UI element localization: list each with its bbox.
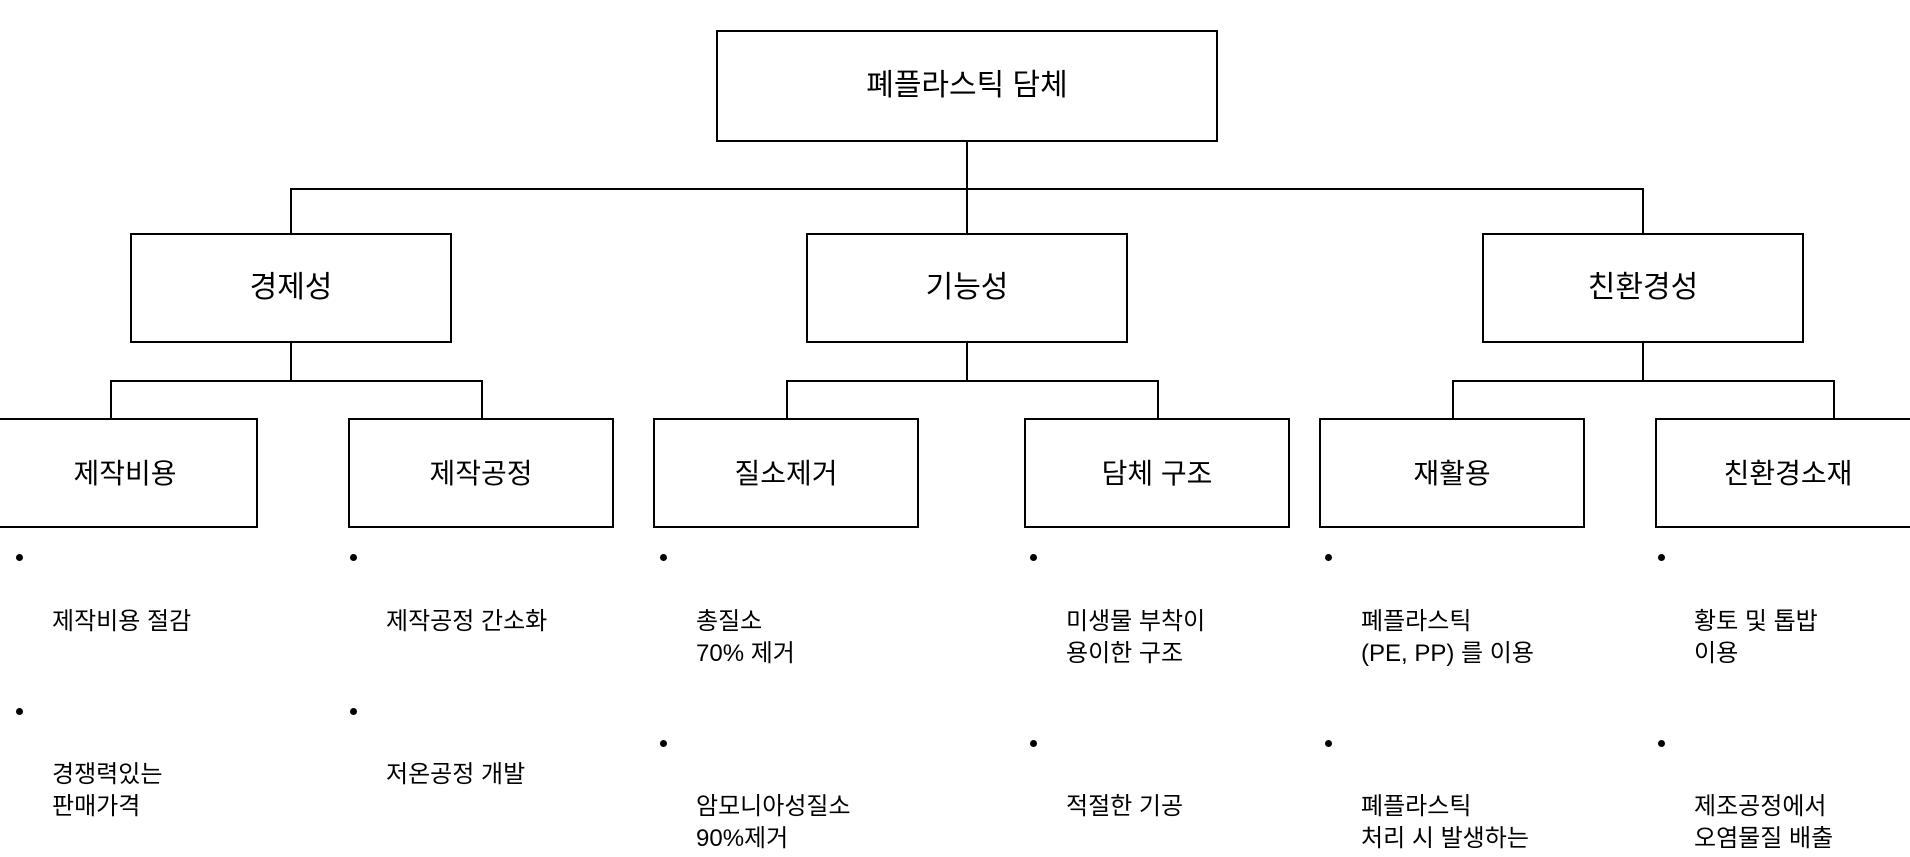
connector-branch-3-to-leaf-6 [1833, 380, 1835, 418]
bullet-dot-icon [1658, 740, 1665, 747]
bullet-dot-icon [1658, 554, 1665, 562]
node-leaf-production-cost-label: 제작비용 [73, 457, 177, 489]
bullet-dot-icon [16, 708, 23, 716]
node-root[interactable]: 폐플라스틱 담체 [716, 30, 1218, 142]
list-item: 제조공정에서 오염물질 배출 방지 [1648, 728, 1910, 857]
node-leaf-recycling[interactable]: 재활용 [1319, 418, 1585, 528]
bullet-dot-icon [1030, 554, 1037, 562]
node-branch-economy-label: 경제성 [249, 271, 333, 305]
node-branch-eco-friendliness-label: 친환경성 [1587, 271, 1699, 305]
bullet-dot-icon [16, 554, 23, 562]
bullet-list-nitrogen-removal: 총질소 70% 제거 암모니아성질소 90%제거 [650, 542, 950, 857]
node-leaf-nitrogen-removal-label: 질소제거 [734, 457, 838, 489]
list-item: 제작비용 절감 [6, 542, 306, 670]
list-item-text: 폐플라스틱 처리 시 발생하는 공해 방지 [1361, 793, 1529, 853]
connector-branch-2-to-leaf-3 [786, 380, 788, 418]
node-leaf-production-process[interactable]: 제작공정 [348, 418, 614, 528]
list-item-text: 미생물 부착이 용이한 구조 [1066, 607, 1206, 667]
connector-branch-3-bus [1452, 380, 1834, 382]
list-item-text: 제조공정에서 오염물질 배출 방지 [1694, 793, 1834, 853]
bullet-list-carrier-structure: 미생물 부착이 용이한 구조 적절한 기공 큰 표면적 부하변동에 강한 구조 [1020, 542, 1320, 857]
connector-branch-1-bus [110, 380, 482, 382]
connector-branch-3-stem [1642, 343, 1644, 380]
list-item-text: 경쟁력있는 판매가격 [52, 761, 163, 821]
node-leaf-nitrogen-removal[interactable]: 질소제거 [653, 418, 919, 528]
node-leaf-eco-material-label: 친환경소재 [1723, 457, 1853, 489]
node-branch-functionality-label: 기능성 [925, 271, 1009, 305]
connector-branch-1-to-leaf-1 [110, 380, 112, 418]
node-leaf-production-cost[interactable]: 제작비용 [0, 418, 258, 528]
connector-branch-1-to-leaf-2 [481, 380, 483, 418]
list-item-text: 폐플라스틱 (PE, PP) 를 이용 [1361, 607, 1534, 667]
bullet-dot-icon [1325, 740, 1332, 747]
connector-root-to-branch-3 [1642, 188, 1644, 233]
list-item: 미생물부착속도 향상 [340, 849, 640, 857]
bullet-dot-icon [1325, 554, 1332, 562]
bullet-list-recycling: 폐플라스틱 (PE, PP) 를 이용 폐플라스틱 처리 시 발생하는 공해 방… [1315, 542, 1625, 857]
list-item: 경쟁력있는 판매가격 [6, 696, 306, 856]
connector-branch-1-stem [290, 343, 292, 380]
list-item-text: 제작비용 절감 [52, 607, 192, 635]
bullet-dot-icon [1030, 740, 1037, 747]
connector-root-to-branch-2 [966, 188, 968, 233]
bullet-dot-icon [350, 554, 357, 562]
list-item: 제작공정 간소화 [340, 542, 640, 670]
list-item: 저온공정 개발 [340, 696, 640, 824]
bullet-dot-icon [350, 708, 357, 716]
list-item-text: 암모니아성질소 90%제거 [696, 793, 851, 853]
list-item-text: 저온공정 개발 [386, 761, 526, 789]
bullet-list-eco-material: 황토 및 톱밥 이용 제조공정에서 오염물질 배출 방지 [1648, 542, 1910, 857]
connector-branch-3-to-leaf-5 [1452, 380, 1454, 418]
connector-branch-2-bus [786, 380, 1158, 382]
bullet-dot-icon [660, 554, 667, 562]
list-item: 암모니아성질소 90%제거 [650, 728, 950, 857]
node-leaf-carrier-structure[interactable]: 담체 구조 [1024, 418, 1290, 528]
bullet-dot-icon [660, 740, 667, 747]
bullet-list-production-cost: 제작비용 절감 경쟁력있는 판매가격 [6, 542, 306, 855]
list-item-text: 황토 및 톱밥 이용 [1694, 607, 1818, 667]
node-leaf-eco-material[interactable]: 친환경소재 [1655, 418, 1910, 528]
connector-root-to-branch-1 [290, 188, 292, 233]
node-branch-economy[interactable]: 경제성 [130, 233, 452, 343]
list-item: 적절한 기공 [1020, 728, 1320, 856]
list-item: 총질소 70% 제거 [650, 542, 950, 702]
node-leaf-production-process-label: 제작공정 [429, 457, 533, 489]
list-item: 황토 및 톱밥 이용 [1648, 542, 1910, 702]
node-branch-eco-friendliness[interactable]: 친환경성 [1482, 233, 1804, 343]
list-item: 폐플라스틱 처리 시 발생하는 공해 방지 [1315, 728, 1625, 857]
node-branch-functionality[interactable]: 기능성 [806, 233, 1128, 343]
list-item-text: 총질소 70% 제거 [696, 607, 795, 667]
list-item: 폐플라스틱 (PE, PP) 를 이용 [1315, 542, 1625, 702]
bullet-list-production-process: 제작공정 간소화 저온공정 개발 미생물부착속도 향상 [340, 542, 640, 857]
node-leaf-recycling-label: 재활용 [1413, 457, 1491, 489]
node-root-label: 폐플라스틱 담체 [866, 69, 1068, 103]
connector-branch-2-stem [966, 343, 968, 380]
list-item: 미생물 부착이 용이한 구조 [1020, 542, 1320, 702]
list-item-text: 제작공정 간소화 [386, 607, 548, 635]
list-item-text: 적절한 기공 [1066, 793, 1184, 821]
node-leaf-carrier-structure-label: 담체 구조 [1101, 457, 1213, 489]
connector-root-stem [966, 142, 968, 188]
connector-branch-2-to-leaf-4 [1157, 380, 1159, 418]
